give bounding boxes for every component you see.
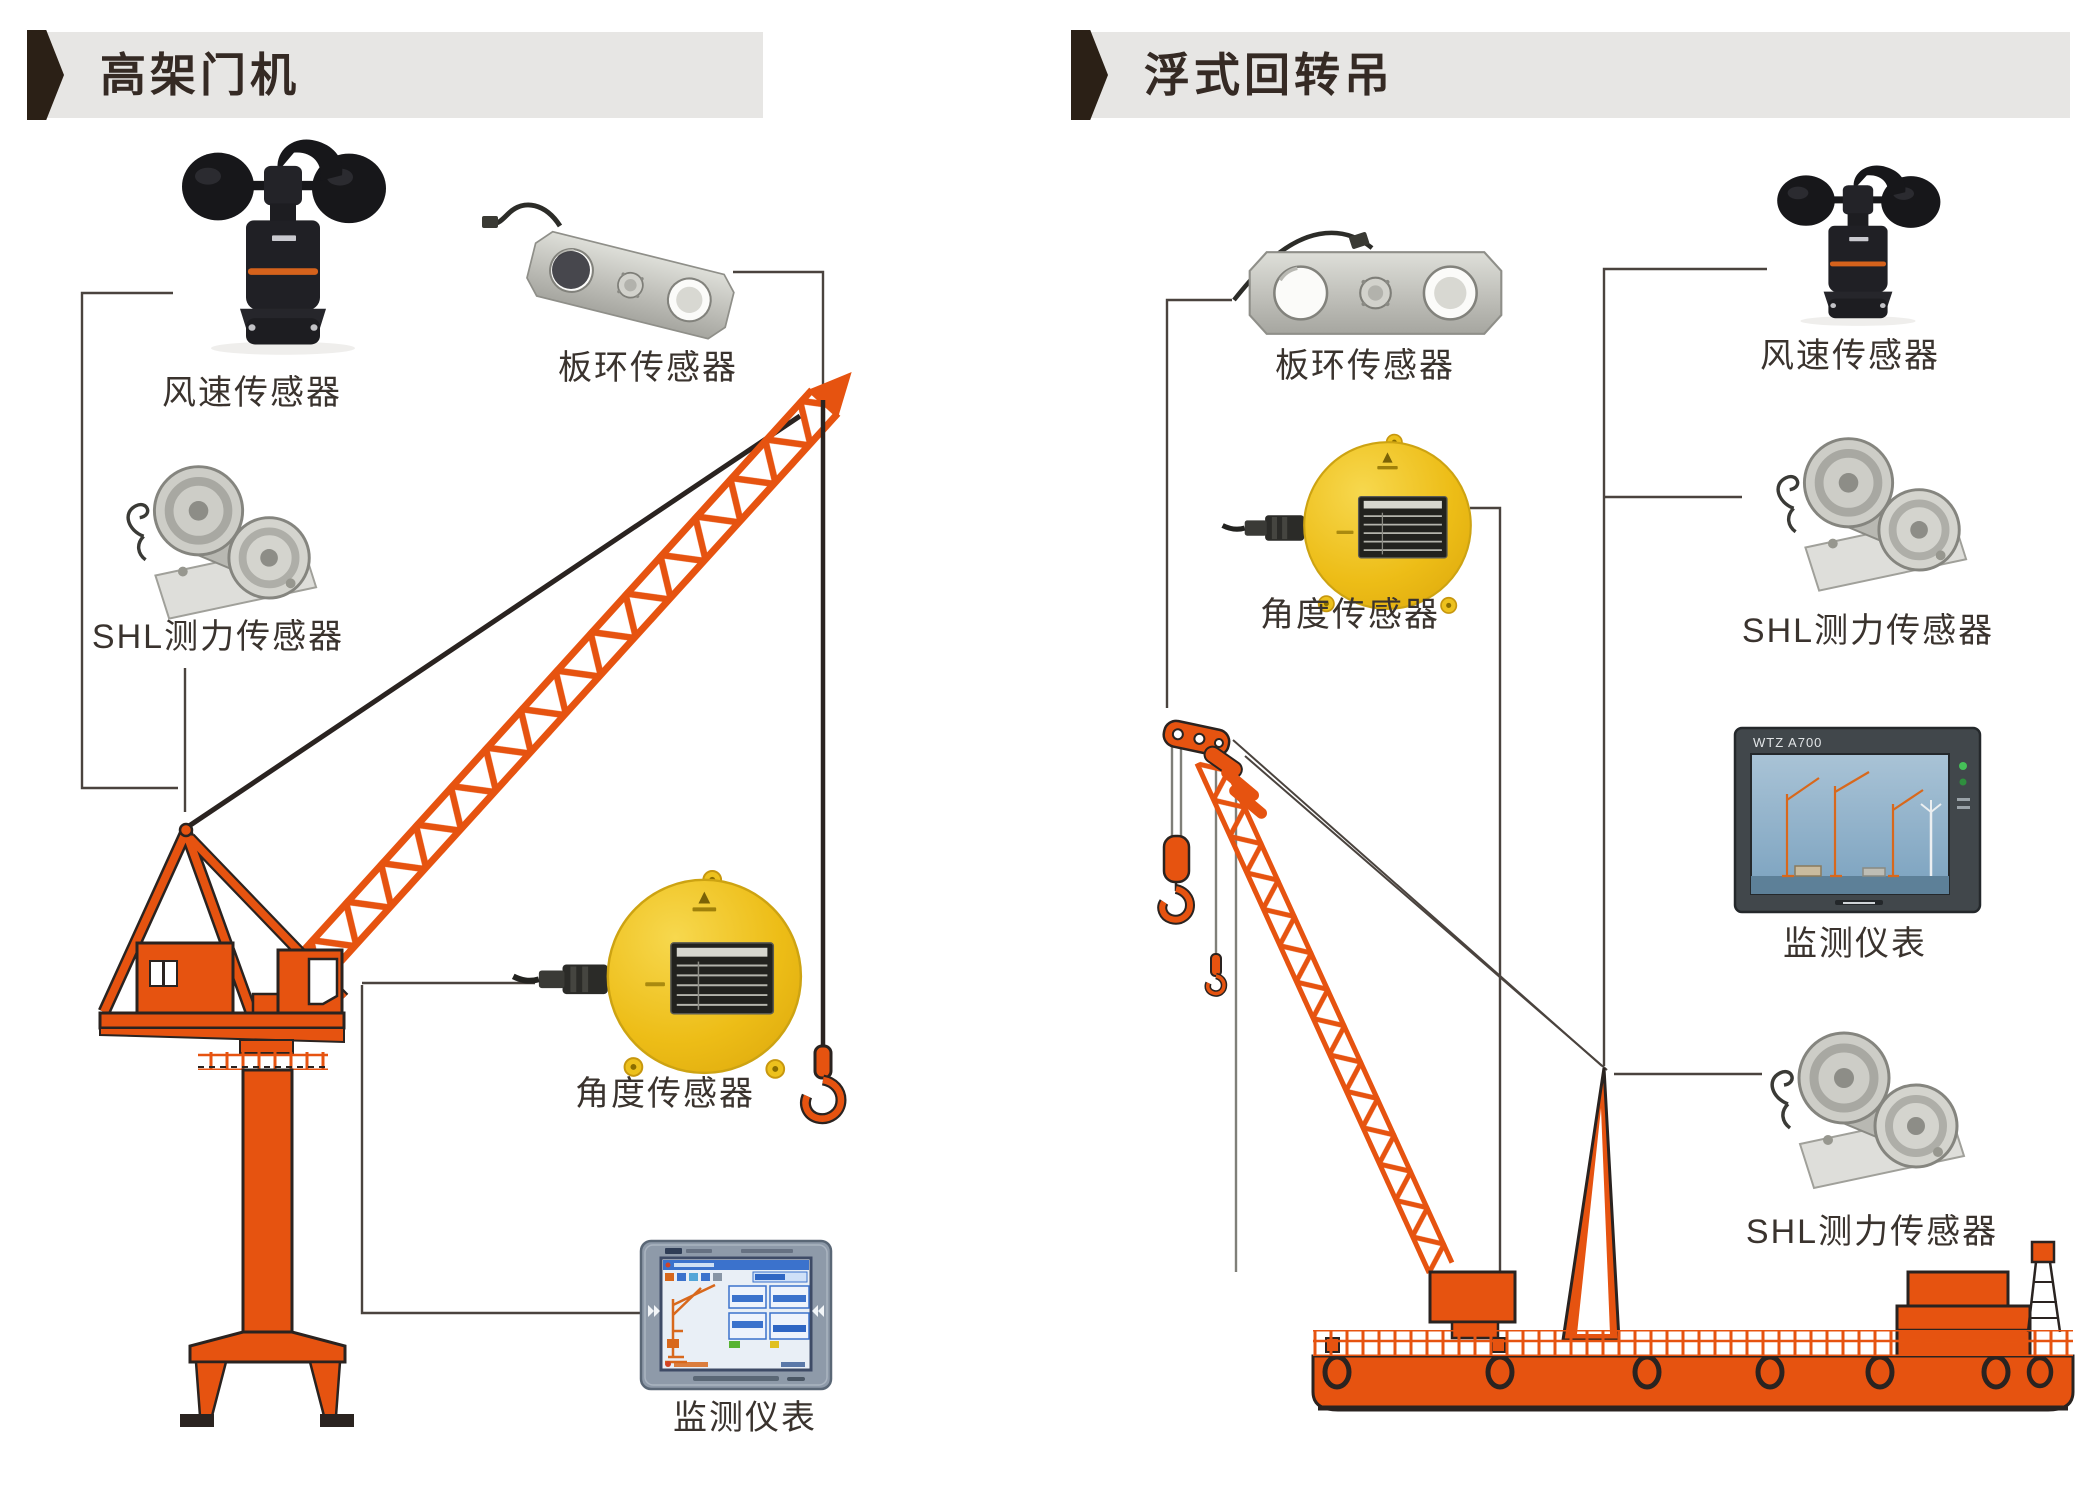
plate-ring-sensor-photo: [1232, 230, 1504, 336]
sensor-label-monitor-left: 监测仪表: [673, 1399, 817, 1437]
sensor-label-shl-lower-right: SHL测力传感器: [1745, 1213, 1999, 1251]
shl-force-sensor-upper-photo: [1778, 439, 1966, 591]
angle-sensor-photo: [513, 871, 801, 1078]
monitor-instrument-photo: WTZ A700: [1733, 726, 1982, 914]
shl-force-sensor-photo: [128, 467, 316, 619]
connector-wind-right: [1602, 267, 1767, 1066]
sensor-label-shl-left: SHL测力传感器: [91, 618, 345, 656]
sensor-label-wind-speed-left: 风速传感器: [162, 374, 342, 412]
plate-ring-sensor-photo: [482, 202, 739, 344]
section-header-gantry-crane: 高架门机: [27, 32, 763, 118]
sensor-label-monitor-right: 监测仪表: [1783, 925, 1927, 963]
connector-angle-right: [1470, 506, 1502, 1322]
sensor-label-plate-ring-right: 板环传感器: [1275, 347, 1455, 385]
connector-wind-left: [80, 291, 178, 790]
connector-plate-ring-right: [1165, 298, 1232, 708]
sensor-label-plate-ring-left: 板环传感器: [558, 349, 738, 387]
sensor-label-angle-left: 角度传感器: [575, 1075, 755, 1113]
wind-speed-sensor-photo: [1777, 165, 1941, 326]
floating-crane-illustration: [1157, 719, 2075, 1412]
sensor-label-shl-upper-right: SHL测力传感器: [1741, 612, 1995, 650]
connector-plate-ring-left: [733, 270, 825, 392]
monitor-model-text: WTZ A700: [1753, 735, 1822, 750]
section-title: 高架门机: [100, 49, 300, 101]
monitor-instrument-photo: [639, 1239, 833, 1391]
connector-monitor-left: [360, 985, 641, 1315]
section-title: 浮式回转吊: [1144, 49, 1394, 101]
gantry-crane-illustration: [98, 372, 852, 1427]
angle-sensor-photo: [1223, 435, 1471, 614]
wind-speed-sensor-photo: [182, 139, 386, 355]
shl-force-sensor-lower-photo: [1772, 1033, 1964, 1188]
sensor-label-angle-right: 角度传感器: [1260, 596, 1440, 634]
section-header-floating-crane: 浮式回转吊: [1071, 32, 2070, 118]
sensor-label-wind-speed-right: 风速传感器: [1760, 337, 1940, 375]
connector-lines: [80, 267, 1767, 1322]
